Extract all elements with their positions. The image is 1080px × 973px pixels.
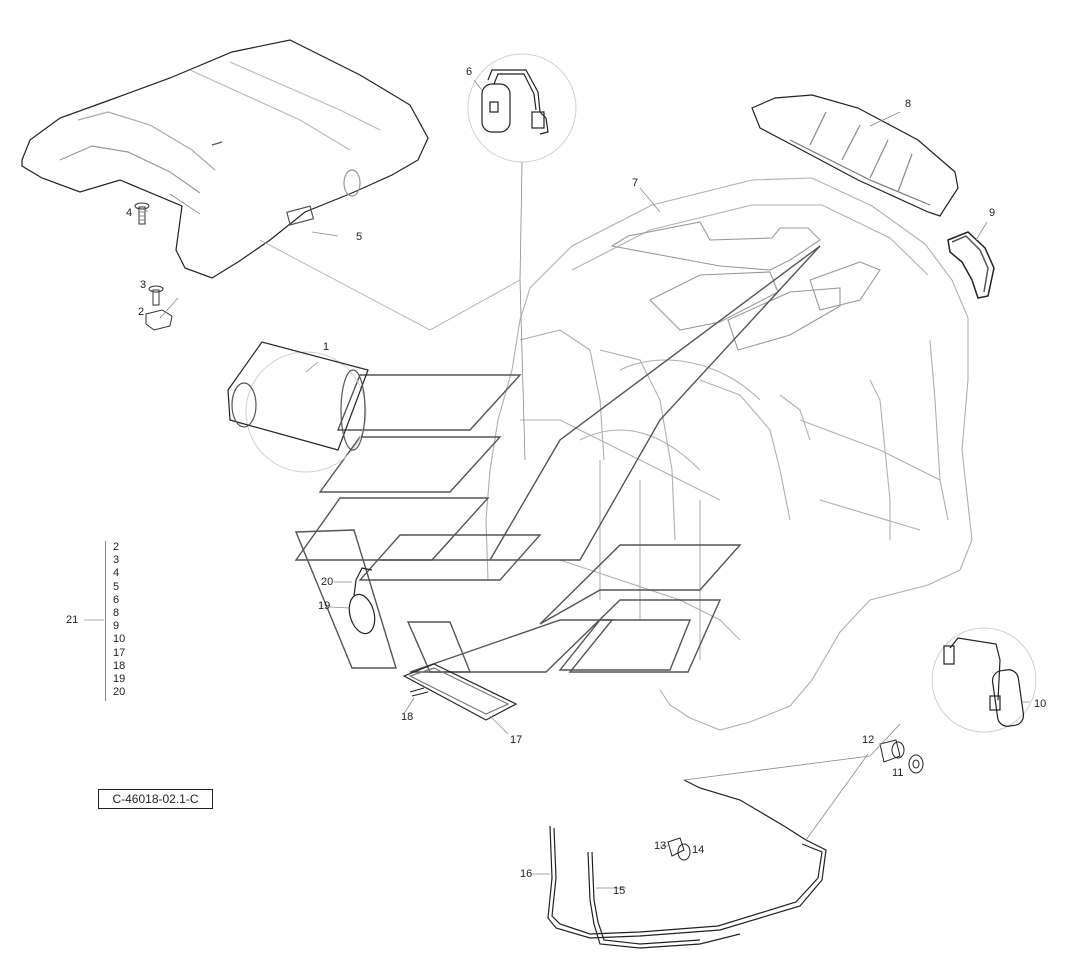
reference-code-label: C-46018-02.1-C: [98, 789, 213, 809]
kit-item: 5: [113, 580, 120, 593]
interior-lamp: [348, 567, 376, 635]
clip-13: [667, 837, 685, 857]
nut-11: [908, 754, 924, 774]
screw-4: [134, 202, 150, 225]
callout-17: 17: [510, 734, 523, 746]
seal: [947, 231, 995, 299]
kit-item: 20: [113, 686, 126, 699]
callout-20: 20: [321, 576, 334, 588]
cab-frame: [485, 177, 973, 731]
leader-lines: [84, 79, 1030, 889]
callout-15: 15: [613, 885, 626, 897]
callout-6: 6: [466, 66, 473, 78]
callout-9: 9: [989, 207, 996, 219]
callout-5: 5: [356, 231, 363, 243]
callout-1: 1: [323, 341, 330, 353]
insulation-panel: [227, 341, 369, 451]
kit-item: 8: [113, 606, 120, 619]
callout-4: 4: [126, 207, 133, 219]
kit-item: 4: [113, 567, 120, 580]
fitting-12: [879, 739, 905, 763]
kit-item: 2: [113, 541, 120, 553]
sun-visor: [402, 663, 518, 721]
callout-7: 7: [632, 177, 639, 189]
visor-clip: [409, 687, 429, 697]
callout-19: 19: [318, 600, 331, 612]
kit-item: 18: [113, 659, 126, 672]
pipe-assembly: [547, 779, 827, 949]
callout-3: 3: [140, 279, 147, 291]
callout-2: 2: [138, 306, 145, 318]
watermark-logo: [294, 245, 821, 673]
nut-2: [145, 309, 173, 331]
kit-item: 19: [113, 672, 126, 685]
callout-14: 14: [692, 844, 705, 856]
kit-contents-list: 2 3 4 5 6 8 9 10 17 18 19 20: [105, 541, 130, 701]
kit-item: 17: [113, 646, 126, 659]
headliner-panel: [21, 39, 429, 279]
kit-item: 9: [113, 620, 120, 633]
callout-11: 11: [892, 767, 904, 779]
kit-item: 10: [113, 633, 126, 646]
mirror-right: [943, 637, 1025, 727]
callout-10: 10: [1034, 698, 1047, 710]
callout-16: 16: [520, 868, 533, 880]
roof-panel: [751, 94, 959, 217]
callout-8: 8: [905, 98, 912, 110]
callout-21: 21: [66, 614, 79, 626]
callout-18: 18: [401, 711, 414, 723]
screw-3: [148, 285, 164, 306]
mirror-left: [481, 69, 549, 135]
kit-item: 6: [113, 593, 120, 606]
kit-item: 3: [113, 554, 120, 567]
callout-12: 12: [862, 734, 875, 746]
clip-14: [677, 843, 691, 861]
callout-13: 13: [654, 840, 667, 852]
